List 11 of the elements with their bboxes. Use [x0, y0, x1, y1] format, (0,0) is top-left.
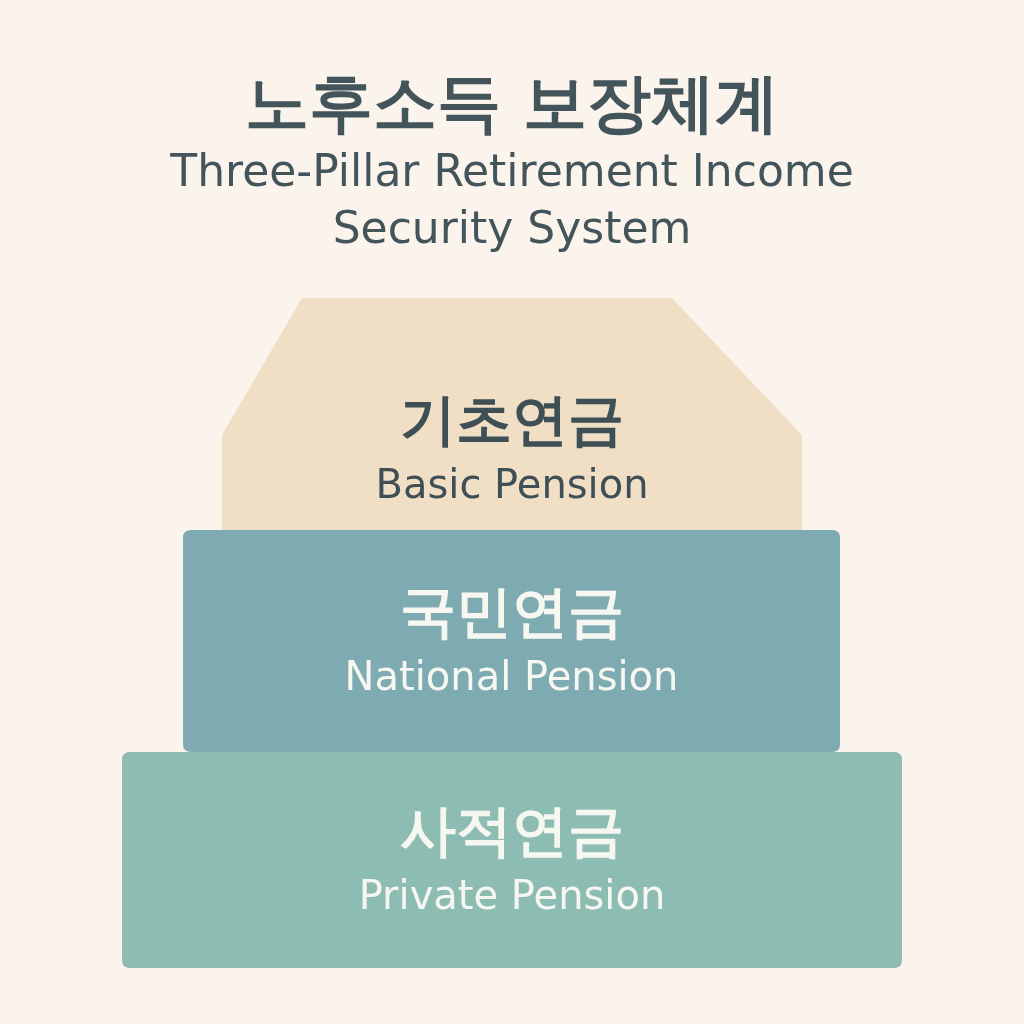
- tier-name-korean: 사적연금: [400, 798, 624, 864]
- tier-name-korean: 기초연금: [400, 387, 624, 453]
- pension-tier-block: [222, 298, 802, 530]
- subtitle: Three-Pillar Retirement Income Security System: [170, 145, 854, 254]
- tier-name-english: Basic Pension: [375, 460, 649, 510]
- pension-tier-block: [122, 752, 902, 968]
- pension-tier-block: [183, 530, 840, 752]
- tier-name-english: Private Pension: [358, 871, 666, 921]
- tier-name-korean: 국민연금: [399, 579, 624, 645]
- title: 노후소득 보장체계: [244, 66, 780, 140]
- tier-name-english: National Pension: [344, 652, 679, 702]
